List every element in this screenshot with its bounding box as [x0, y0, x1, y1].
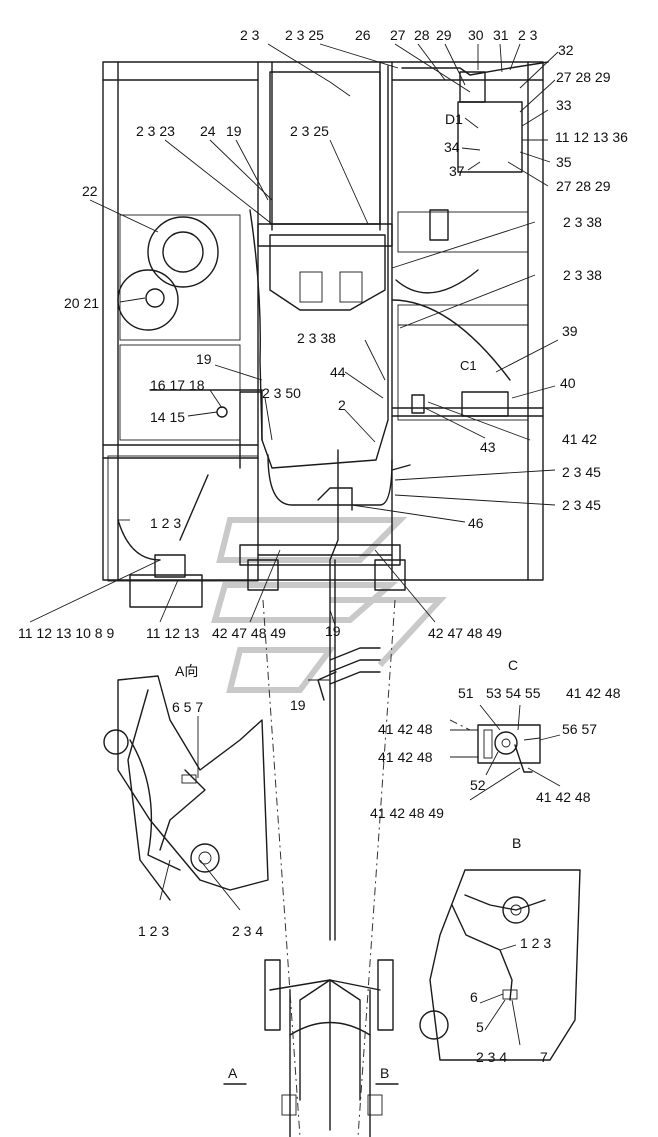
callout-c28: 39: [562, 323, 578, 339]
callout-c49: C: [508, 657, 518, 673]
callout-c30: 44: [330, 364, 346, 380]
callout-c1: 2 3: [240, 27, 260, 43]
callout-c25: 2 3 38: [563, 267, 602, 283]
callout-c70: 7: [540, 1049, 548, 1065]
callout-c57: 41 42 48: [378, 749, 433, 765]
callout-c29: 19: [196, 351, 212, 367]
callout-c69: 2 3 4: [476, 1049, 507, 1065]
callout-c52: 51: [458, 685, 474, 701]
callout-c31: C1: [460, 358, 477, 373]
callout-labels: 2 3 2 3 25 26 27 28 29 30 31 2 3 32 27 2…: [18, 27, 628, 1081]
callout-c67: A: [228, 1065, 238, 1081]
callout-c13: 24: [200, 123, 216, 139]
callout-c38: 41 42: [562, 431, 597, 447]
detail-view-a: [103, 675, 269, 911]
chassis-frame: [102, 61, 544, 608]
callout-c51: 6 5 7: [172, 699, 203, 715]
callout-c5: 28: [414, 27, 430, 43]
callout-c62: 1 2 3: [138, 923, 169, 939]
callout-c56: 56 57: [562, 721, 597, 737]
detail-view-b: [419, 869, 581, 1061]
callout-c11: 27 28 29: [556, 69, 611, 85]
callout-c6: 29: [436, 27, 452, 43]
callout-c61: B: [512, 835, 521, 851]
callout-c15: 2 3 25: [290, 123, 329, 139]
callout-c4: 27: [390, 27, 406, 43]
callout-c12: 2 3 23: [136, 123, 175, 139]
leader-lines: [29, 43, 561, 1046]
callout-c46: 19: [325, 623, 341, 639]
callout-c55: 41 42 48: [378, 721, 433, 737]
wiring-harness: [117, 61, 549, 1131]
callout-c41: 1 2 3: [150, 515, 181, 531]
callout-c64: 1 2 3: [520, 935, 551, 951]
callout-c26: 20 21: [64, 295, 99, 311]
callout-c8: 31: [493, 27, 509, 43]
callout-c21: 37: [449, 163, 465, 179]
callout-c58: 52: [470, 777, 486, 793]
callout-c17: 33: [556, 97, 572, 113]
callout-c24: 2 3 38: [563, 214, 602, 230]
callout-c66: 5: [476, 1019, 484, 1035]
callout-c20: 35: [556, 154, 572, 170]
callout-c7: 30: [468, 27, 484, 43]
callout-c44: 11 12 13: [146, 625, 200, 641]
callout-c65: 6: [470, 989, 478, 1005]
callout-c53: 53 54 55: [486, 685, 541, 701]
callout-c35: 14 15: [150, 409, 185, 425]
callout-c9: 2 3: [518, 27, 538, 43]
callout-c50: 19: [290, 697, 306, 713]
detail-view-c: [477, 724, 541, 773]
callout-c34: 40: [560, 375, 576, 391]
callout-c18: 11 12 13 36: [555, 129, 628, 145]
callout-c40: 2 3 45: [562, 497, 601, 513]
callout-c14: 19: [226, 123, 242, 139]
callout-c36: 2: [338, 397, 346, 413]
callout-c22: 27 28 29: [556, 178, 611, 194]
callout-c27: 2 3 38: [297, 330, 336, 346]
callout-c47: 42 47 48 49: [428, 625, 502, 641]
callout-c16: D1: [445, 111, 463, 127]
callout-c60: 41 42 48 49: [370, 805, 444, 821]
callout-c43: 11 12 13 10 8 9: [18, 625, 114, 641]
callout-c32: 16 17 18: [150, 377, 205, 393]
callout-c45: 42 47 48 49: [212, 625, 286, 641]
callout-c42: 46: [468, 515, 484, 531]
callout-c37: 43: [480, 439, 496, 455]
callout-c10: 32: [558, 42, 574, 58]
callout-c59: 41 42 48: [536, 789, 591, 805]
callout-c19: 34: [444, 139, 460, 155]
callout-c54: 41 42 48: [566, 685, 621, 701]
callout-c39: 2 3 45: [562, 464, 601, 480]
callout-c68: B: [380, 1065, 389, 1081]
callout-c48: A向: [175, 663, 198, 679]
callout-c3: 26: [355, 27, 371, 43]
callout-c63: 2 3 4: [232, 923, 263, 939]
callout-c23: 22: [82, 183, 98, 199]
rear-frame: [264, 959, 394, 1137]
center-lines: [262, 599, 471, 1137]
callout-c2: 2 3 25: [285, 27, 324, 43]
callout-c33: 2 3 50: [262, 385, 301, 401]
